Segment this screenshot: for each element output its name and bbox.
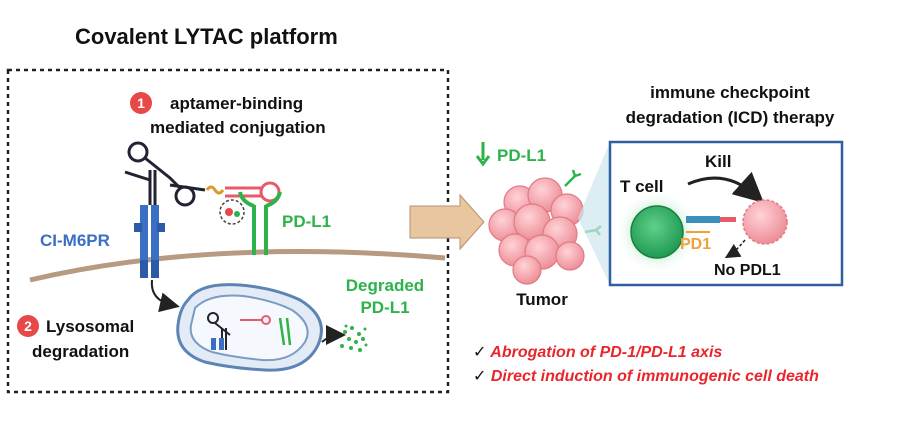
degradation-arrow [321, 325, 346, 346]
outcome-2: ✓ Direct induction of immunogenic cell d… [473, 368, 819, 385]
step2-number: 2 [24, 318, 32, 334]
outcome-1: ✓ Abrogation of PD-1/PD-L1 axis [473, 344, 722, 361]
pd1-molecule [686, 216, 720, 223]
tumor-pdl1-label: PD-L1 [497, 146, 546, 165]
zoom-connector [578, 142, 610, 285]
receptor-label: CI-M6PR [40, 231, 110, 250]
degraded-label-line2: PD-L1 [360, 298, 409, 317]
ligand-green-dot [234, 211, 240, 217]
tcell [630, 205, 684, 259]
inset-tumor-cell [742, 199, 788, 245]
degraded-fragments [340, 324, 368, 352]
linker [205, 185, 225, 195]
internalization-arrow [150, 279, 180, 313]
pdl1-membrane-label: PD-L1 [282, 212, 331, 231]
step1-label-line2: mediated conjugation [150, 118, 326, 137]
transition-arrow [409, 193, 485, 251]
outcome-1-check: ✓ [473, 344, 486, 361]
step2-label-line2: degradation [32, 342, 129, 361]
lysosome-pdl1 [278, 317, 292, 346]
receptor-ci-m6pr [134, 205, 165, 278]
outcome-2-check: ✓ [473, 368, 486, 385]
icd-title-line2: degradation (ICD) therapy [626, 108, 835, 127]
down-arrow-head [475, 155, 491, 167]
pink-aptamer [225, 181, 281, 203]
icd-title-line1: immune checkpoint [650, 83, 810, 102]
tumor-cluster [488, 177, 585, 285]
kill-arrow [687, 171, 764, 204]
lysosome-receptor-a [211, 338, 216, 350]
no-pdl1-arrow [724, 239, 746, 259]
step2-label-line1: Lysosomal [46, 317, 134, 336]
step2-badge: 2 [17, 315, 39, 337]
pdl1-membrane-protein [238, 191, 282, 255]
cell-membrane [29, 249, 446, 283]
no-pdl1-label: No PDL1 [714, 262, 781, 279]
lysosome-receptor-b [219, 338, 224, 350]
page-title: Covalent LYTAC platform [75, 24, 338, 49]
lysosome-pink-aptamer [240, 315, 271, 325]
outcome-1-text: Abrogation of PD-1/PD-L1 axis [489, 344, 722, 361]
tumor-label: Tumor [516, 290, 568, 309]
ligand-red-dot [225, 208, 233, 216]
kill-label: Kill [705, 152, 731, 171]
pd1-linker [720, 217, 736, 222]
outcome-2-text: Direct induction of immunogenic cell dea… [491, 368, 819, 385]
ligand-dashed-circle [219, 199, 245, 225]
step1-label-line1: aptamer-binding [170, 94, 303, 113]
tcell-label: T cell [620, 177, 663, 196]
degraded-label-line1: Degraded [346, 276, 424, 295]
step1-number: 1 [137, 95, 145, 111]
pd1-label: PD1 [680, 236, 711, 253]
step1-badge: 1 [130, 92, 152, 114]
aptamer-structure [124, 141, 206, 207]
